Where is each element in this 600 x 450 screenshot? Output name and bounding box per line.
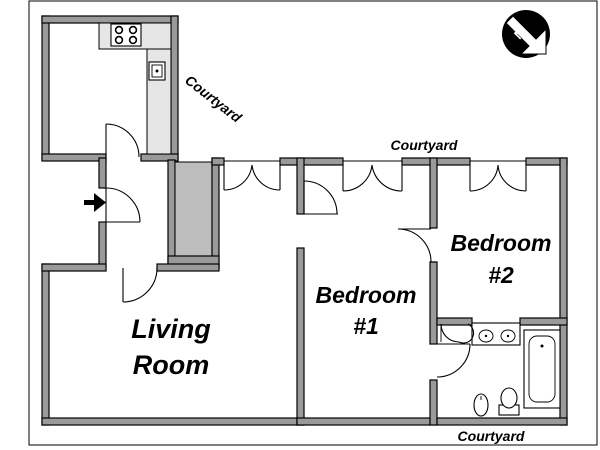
bedroom2-label-line1: Bedroom [451,230,552,256]
living-room-label-line1: Living [131,314,211,344]
french-window-living [223,160,281,191]
kitchen-wall-top [41,15,179,24]
north-arrow-icon: N [502,10,550,58]
french-window-bedroom1 [342,160,403,192]
bedroom1-wall-left-top [296,157,305,215]
closet-wall-right [211,157,220,269]
bedroom-1 [296,157,438,426]
living-wall-top-right [156,263,220,272]
bathtub-icon [523,329,561,409]
hallway [84,157,220,303]
bathroom-wall-top-left [436,317,473,326]
living-room-label-line2: Room [133,350,210,380]
bedroom2-wall-left-bottom [429,379,438,426]
stove-icon [110,23,142,47]
bathroom-closet-door [440,323,475,344]
courtyard-label-bottom: Courtyard [458,428,525,444]
living-wall-bottom [41,417,305,426]
bedroom1-door [303,180,338,215]
kitchen-wall-bottom-left [41,153,107,162]
hall-wall-left-top [98,157,107,189]
upper-wall-seg2 [279,157,344,166]
bedroom2-label-line2: #2 [488,262,514,288]
bathroom-wall-top-right [519,317,568,326]
drawing-frame [28,0,598,446]
bedroom1-label-line2: #1 [353,313,379,339]
closet [174,161,213,257]
bedroom-2 [397,157,568,426]
kitchen-sink-icon [148,61,166,81]
courtyard-label-top: Courtyard [391,137,458,153]
bidet-icon [473,393,489,417]
bathroom-wall-bottom [436,417,568,426]
hall-wall-left-bottom [98,221,107,271]
bathroom-door [436,343,471,378]
bedroom1-wall-bottom [296,417,438,426]
bedroom2-door [397,228,437,263]
entrance-door [105,187,141,223]
kitchen-wall-left [41,15,50,161]
living-wall-left [41,263,50,426]
bedroom2-wall-right [559,157,568,426]
bedroom2-wall-left-mid [429,261,438,345]
bedroom1-wall-left-bottom [296,247,305,426]
kitchen [41,15,179,163]
bathroom [436,317,568,426]
bedroom2-wall-left-top [429,157,438,229]
entrance-arrow-icon [84,193,106,212]
living-wall-top-left [41,263,107,272]
living-room-door [122,267,158,303]
french-window-bedroom2 [469,160,527,192]
hall-wall-right [167,159,176,269]
double-sink-icon [471,322,521,346]
living-room [41,263,305,426]
upper-wall-seg1 [211,157,225,166]
kitchen-wall-right [170,15,179,163]
bedroom1-label-line1: Bedroom [316,282,417,308]
courtyard-wall [211,157,568,192]
kitchen-door [105,123,140,158]
toilet-icon [498,387,520,416]
courtyard-label-diagonal: Courtyard [182,72,245,126]
